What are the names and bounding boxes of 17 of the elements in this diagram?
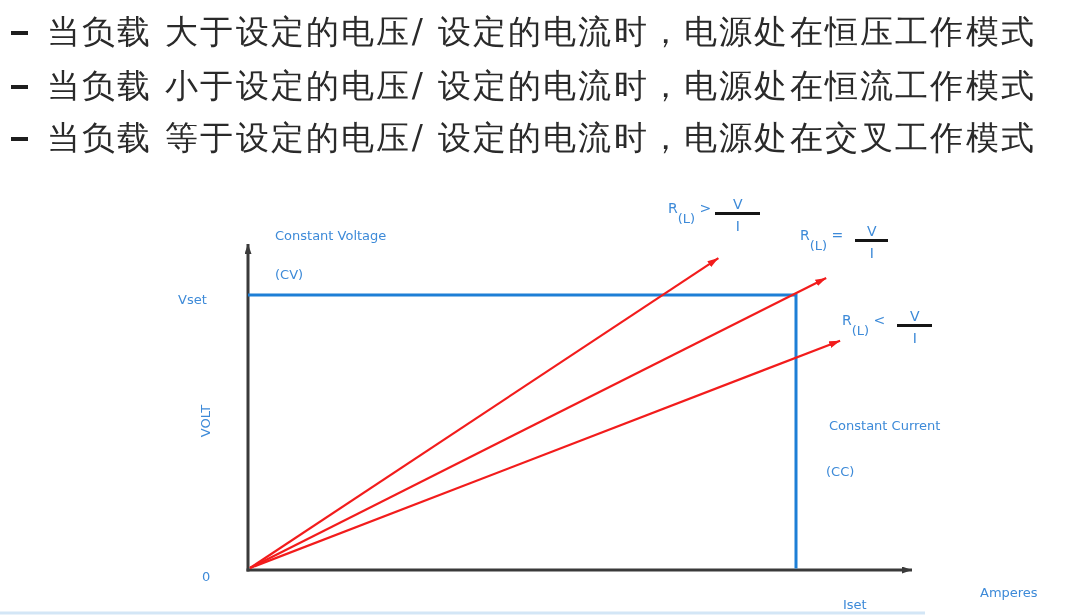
bullet-text: 当负载 大于设定的电压/ 设定的电流时，电源处在恒压工作模式 xyxy=(47,12,1037,52)
axis-tick-label: 0 xyxy=(202,569,211,585)
region-label: Constant Voltage xyxy=(275,228,387,244)
region-label: (CV) xyxy=(275,267,304,283)
axis-title: VOLT xyxy=(198,404,214,438)
bullet-text: 当负载 等于设定的电压/ 设定的电流时，电源处在交叉工作模式 xyxy=(47,118,1037,158)
axis-title: Amperes xyxy=(980,585,1038,601)
fraction: V I xyxy=(897,309,933,345)
region-label: Constant Current xyxy=(829,418,941,434)
fraction: V I xyxy=(715,197,761,233)
load-line-arrow xyxy=(249,339,841,570)
bullet-text: 当负载 小于设定的电压/ 设定的电流时，电源处在恒流工作模式 xyxy=(47,66,1037,106)
axis-tick-label: Vset xyxy=(178,292,207,308)
axis-tick-label: Iset xyxy=(843,597,867,613)
region-label: (CC) xyxy=(826,464,855,480)
fraction: V I xyxy=(855,224,889,260)
load-line-arrow xyxy=(249,257,719,569)
